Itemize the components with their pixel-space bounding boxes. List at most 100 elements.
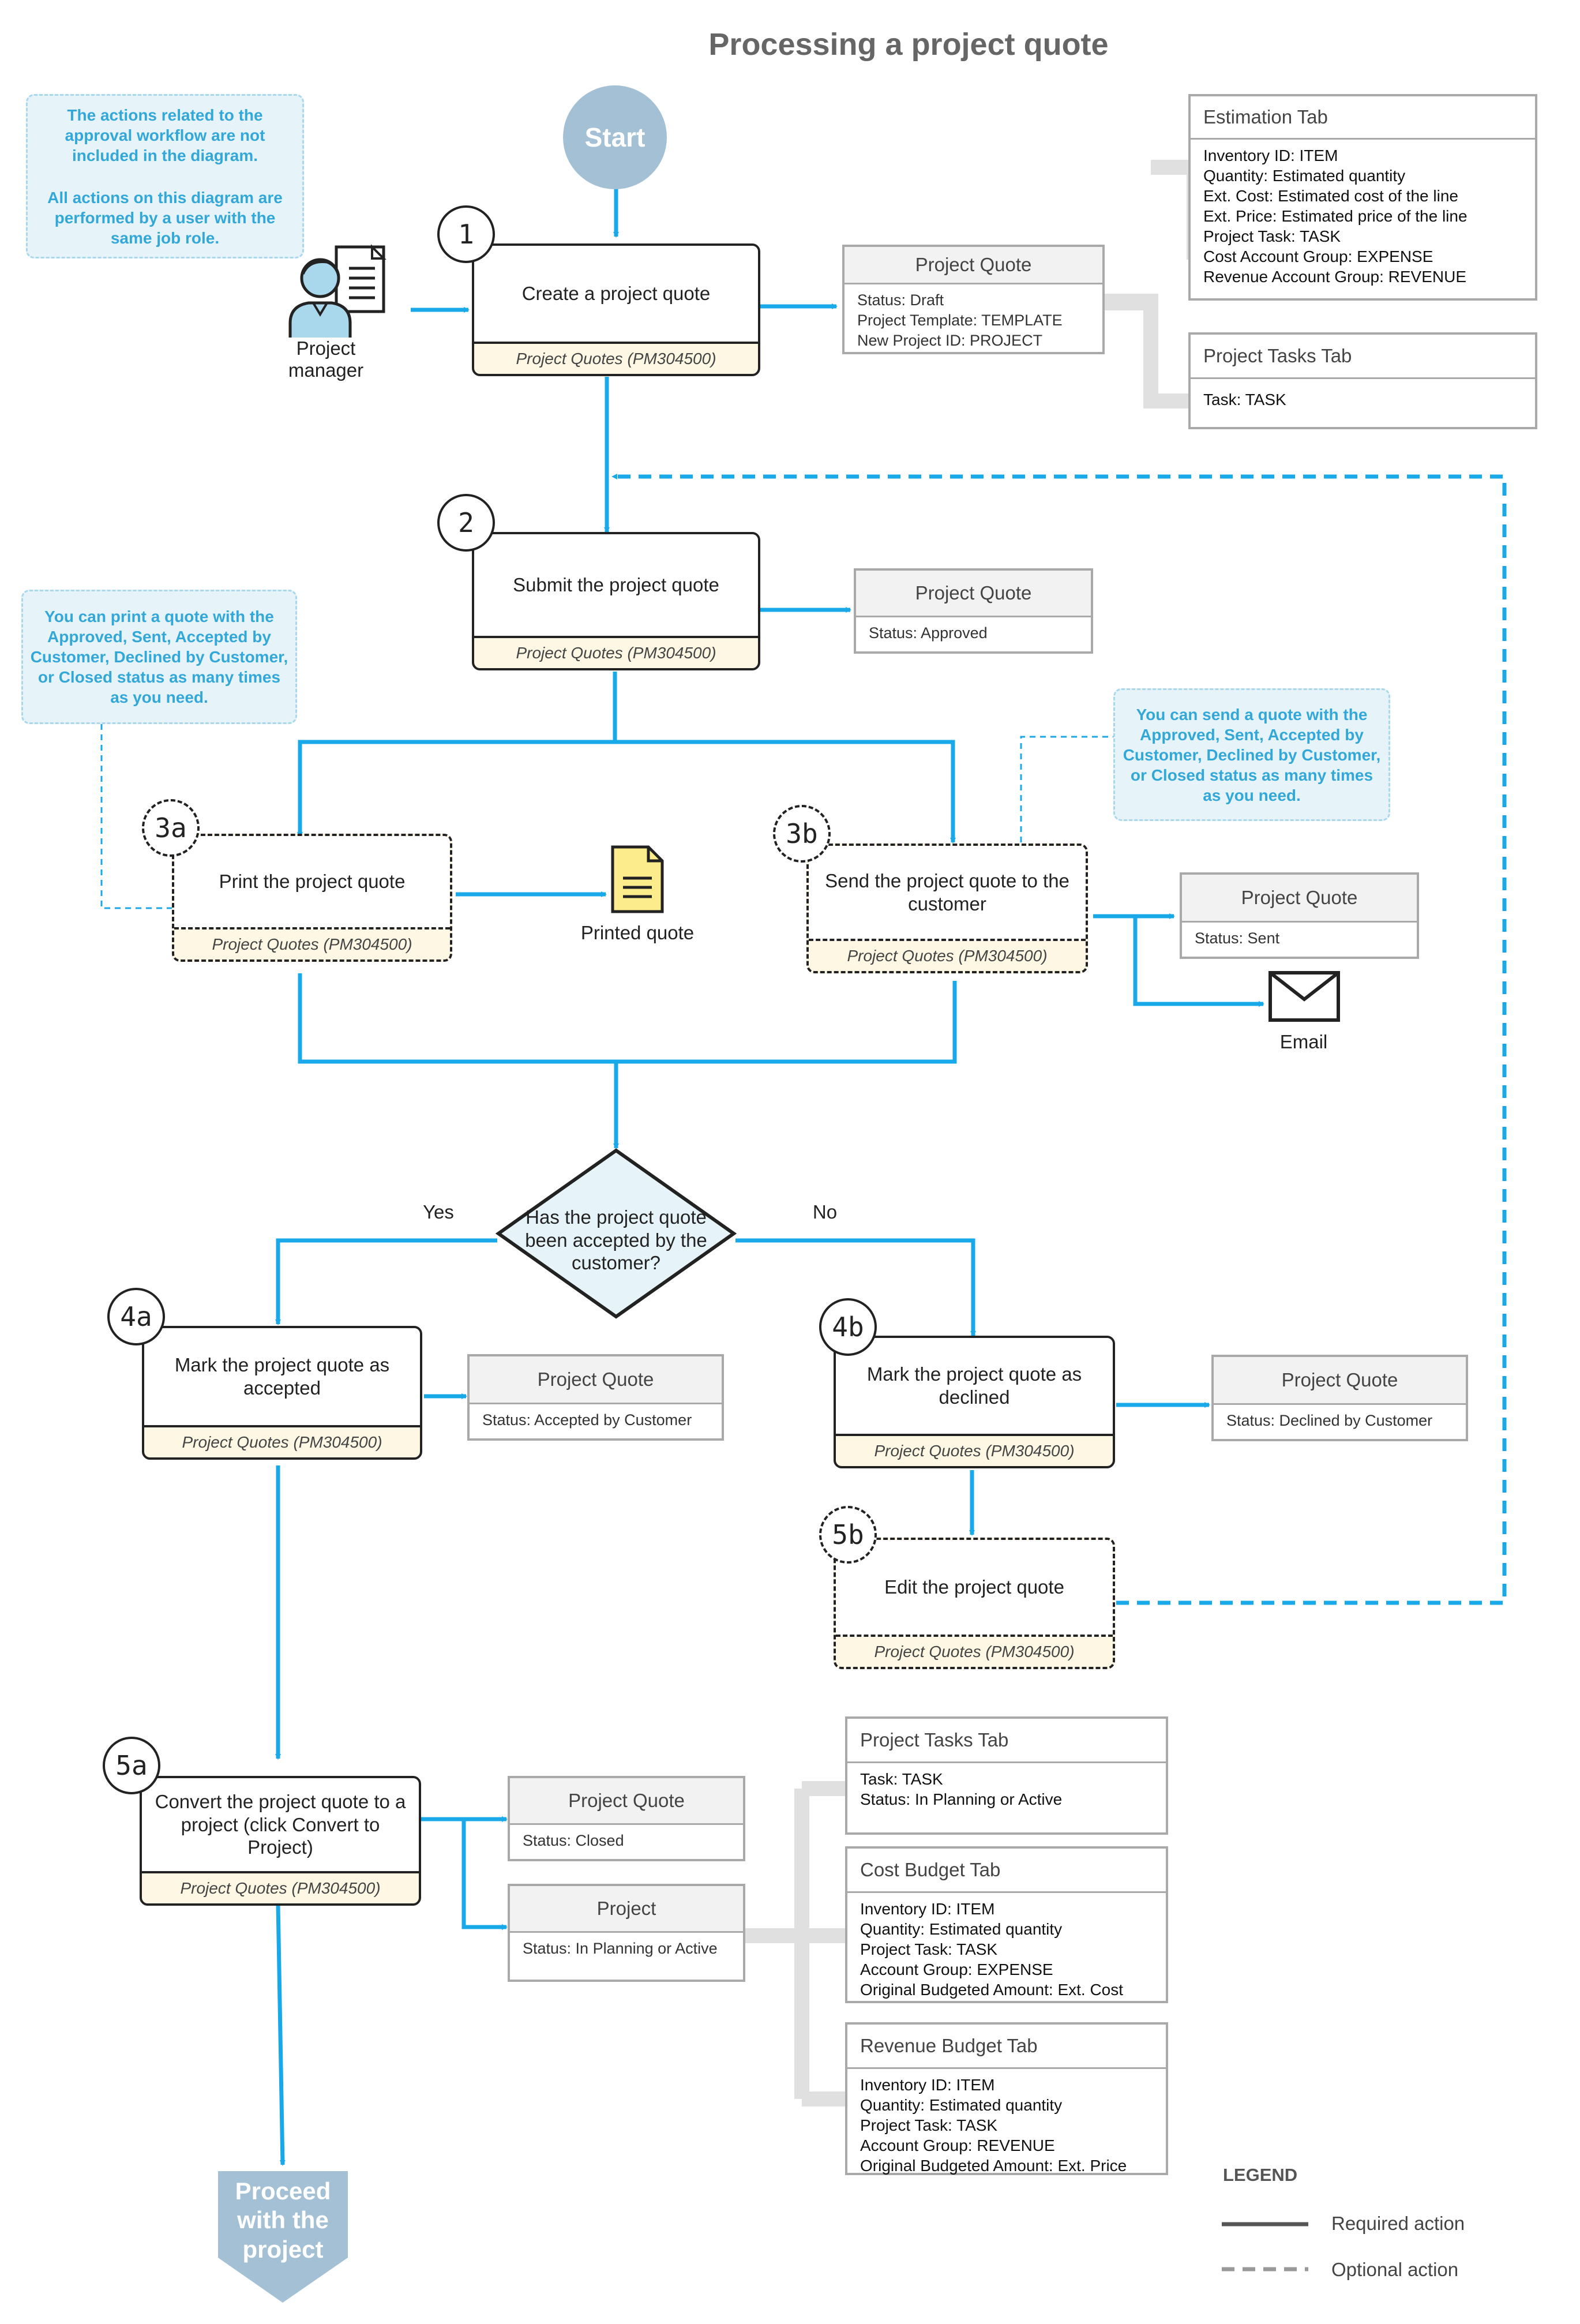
- step-2-form: Project Quotes (PM304500): [516, 644, 716, 662]
- entity-quote-sent: Project Quote Status: Sent: [1180, 872, 1419, 959]
- tab-line: Quantity: Estimated quantity: [860, 2096, 1063, 2114]
- approval-note: The actions related to the approval work…: [26, 94, 304, 258]
- tab-line: Task: TASK: [1203, 391, 1286, 408]
- entity-quote-draft: Project Quote Status: Draft Project Temp…: [842, 245, 1105, 354]
- tab-line: Original Budgeted Amount: Ext. Cost: [860, 1981, 1124, 1999]
- approval-note-line2: All actions on this diagram are performe…: [47, 188, 283, 247]
- decision-label: Has the project quote been accepted by t…: [525, 1206, 707, 1274]
- tab-line: Project Task: TASK: [860, 2116, 998, 2134]
- end-label: Proceed with the project: [235, 2177, 331, 2263]
- entity-line: Status: Approved: [869, 624, 988, 642]
- step-4a-label: Mark the project quote as accepted: [144, 1328, 420, 1427]
- step-3b-number: 3b: [773, 805, 831, 863]
- step-3b-box[interactable]: Send the project quote to the customer P…: [806, 844, 1088, 973]
- step-2-label: Submit the project quote: [474, 534, 758, 638]
- start-node: Start: [563, 85, 667, 189]
- entity-header: Project Quote: [470, 1356, 722, 1404]
- entity-quote-accepted: Project Quote Status: Accepted by Custom…: [467, 1354, 724, 1441]
- tab-header: Project Tasks Tab: [847, 1719, 1166, 1763]
- tab-line: Inventory ID: ITEM: [860, 1900, 995, 1918]
- tab-line: Original Budgeted Amount: Ext. Price: [860, 2157, 1127, 2175]
- step-3a-number: 3a: [142, 799, 200, 857]
- tab-header: Revenue Budget Tab: [847, 2025, 1166, 2069]
- decision-yes-label: Yes: [423, 1201, 454, 1223]
- entity-header: Project Quote: [1182, 875, 1417, 923]
- diagram-title: Processing a project quote: [708, 27, 1109, 62]
- envelope-icon: [1268, 970, 1341, 1022]
- legend-title: LEGEND: [1223, 2165, 1298, 2185]
- tab-line: Project Task: TASK: [860, 1940, 998, 1958]
- tab-line: Inventory ID: ITEM: [1203, 147, 1338, 164]
- tab-line: Ext. Price: Estimated price of the line: [1203, 207, 1468, 225]
- tab-line: Revenue Account Group: REVENUE: [1203, 268, 1467, 286]
- send-note: You can send a quote with the Approved, …: [1113, 688, 1390, 821]
- tab-line: Task: TASK: [860, 1770, 943, 1788]
- tab-line: Account Group: EXPENSE: [860, 1961, 1053, 1978]
- tab-line: Quantity: Estimated quantity: [1203, 167, 1406, 185]
- entity-quote-approved: Project Quote Status: Approved: [854, 568, 1093, 654]
- entity-header: Project Quote: [856, 571, 1091, 617]
- entity-header: Project Quote: [845, 247, 1102, 284]
- step-5b-number: 5b: [819, 1506, 877, 1564]
- entity-header: Project Quote: [1214, 1357, 1466, 1405]
- step-3a-box[interactable]: Print the project quote Project Quotes (…: [172, 834, 452, 962]
- entity-quote-closed: Project Quote Status: Closed: [508, 1776, 745, 1861]
- step-5b-form: Project Quotes (PM304500): [874, 1643, 1075, 1660]
- actor-label: Project manager: [288, 338, 364, 381]
- entity-line: Status: Closed: [523, 1832, 624, 1849]
- step-4a-box[interactable]: Mark the project quote as accepted Proje…: [142, 1326, 422, 1460]
- tab-line: Cost Account Group: EXPENSE: [1203, 248, 1433, 265]
- tab-line: Status: In Planning or Active: [860, 1790, 1063, 1808]
- entity-project: Project Status: In Planning or Active: [508, 1884, 745, 1982]
- legend-optional-label: Optional action: [1331, 2259, 1459, 2280]
- tab-line: Quantity: Estimated quantity: [860, 1920, 1063, 1938]
- step-4b-box[interactable]: Mark the project quote as declined Proje…: [834, 1336, 1115, 1468]
- step-5a-form: Project Quotes (PM304500): [180, 1879, 381, 1897]
- step-3b-label: Send the project quote to the customer: [809, 846, 1086, 941]
- step-2-box[interactable]: Submit the project quote Project Quotes …: [472, 532, 760, 670]
- entity-line: Status: In Planning or Active: [523, 1940, 718, 1957]
- step-3a-form: Project Quotes (PM304500): [212, 935, 412, 953]
- step-2-number: 2: [437, 494, 495, 552]
- step-1-box[interactable]: Create a project quote Project Quotes (P…: [472, 243, 760, 376]
- tab-cost-budget: Cost Budget Tab Inventory ID: ITEM Quant…: [845, 1846, 1168, 2003]
- step-1-number: 1: [437, 205, 495, 263]
- end-shape: [218, 2171, 348, 2304]
- step-5a-number: 5a: [103, 1737, 160, 1794]
- entity-header: Project Quote: [510, 1778, 743, 1825]
- entity-header: Project: [510, 1886, 743, 1933]
- decision-diamond: [495, 1147, 737, 1320]
- tab-line: Project Task: TASK: [1203, 227, 1341, 245]
- tab-header: Cost Budget Tab: [847, 1849, 1166, 1893]
- step-1-form: Project Quotes (PM304500): [516, 350, 716, 368]
- entity-line: Status: Sent: [1195, 929, 1280, 947]
- entity-line: Status: Accepted by Customer: [482, 1411, 692, 1429]
- step-4a-form: Project Quotes (PM304500): [182, 1433, 382, 1451]
- step-4a-number: 4a: [107, 1288, 165, 1345]
- tab-project-tasks-project: Project Tasks Tab Task: TASK Status: In …: [845, 1716, 1168, 1835]
- tab-project-tasks-quote: Project Tasks Tab Task: TASK: [1188, 332, 1537, 429]
- step-3b-form: Project Quotes (PM304500): [847, 947, 1048, 965]
- entity-quote-declined: Project Quote Status: Declined by Custom…: [1211, 1355, 1468, 1441]
- approval-note-line1: The actions related to the approval work…: [65, 106, 265, 164]
- entity-line: Status: Declined by Customer: [1226, 1412, 1433, 1429]
- tab-estimation: Estimation Tab Inventory ID: ITEM Quanti…: [1188, 94, 1537, 301]
- step-5a-label: Convert the project quote to a project (…: [142, 1778, 419, 1873]
- entity-line: Project Template: TEMPLATE: [857, 312, 1063, 329]
- project-manager-icon: [286, 242, 395, 340]
- legend-required-label: Required action: [1331, 2213, 1465, 2234]
- decision-no-label: No: [812, 1201, 838, 1223]
- step-3a-label: Print the project quote: [174, 836, 450, 929]
- tab-header: Project Tasks Tab: [1191, 335, 1535, 379]
- step-4b-label: Mark the project quote as declined: [836, 1338, 1113, 1436]
- step-5a-box[interactable]: Convert the project quote to a project (…: [140, 1776, 421, 1906]
- step-4b-form: Project Quotes (PM304500): [874, 1442, 1075, 1460]
- tab-line: Inventory ID: ITEM: [860, 2076, 995, 2094]
- tab-revenue-budget: Revenue Budget Tab Inventory ID: ITEM Qu…: [845, 2022, 1168, 2175]
- step-4b-number: 4b: [819, 1298, 877, 1356]
- tab-line: Ext. Cost: Estimated cost of the line: [1203, 187, 1458, 205]
- tab-line: Account Group: REVENUE: [860, 2136, 1055, 2154]
- tab-header: Estimation Tab: [1191, 96, 1535, 140]
- step-5b-box[interactable]: Edit the project quote Project Quotes (P…: [834, 1538, 1115, 1669]
